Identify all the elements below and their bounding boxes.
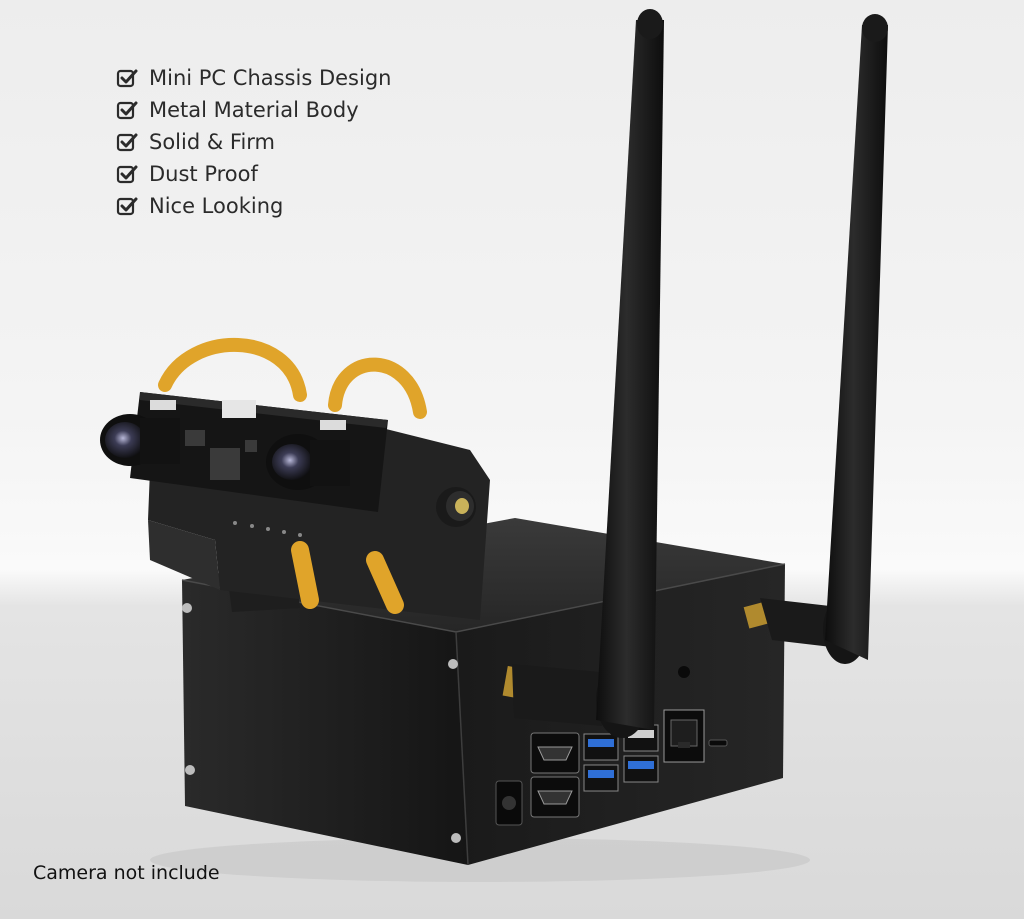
checkbox-check-icon xyxy=(116,163,138,185)
camera-lens-left xyxy=(100,414,180,466)
feature-item: Solid & Firm xyxy=(116,126,391,158)
feature-item: Nice Looking xyxy=(116,190,391,222)
dc-power-port xyxy=(495,780,523,826)
micro-sd-slot xyxy=(708,739,728,747)
checkbox-check-icon xyxy=(116,99,138,121)
usb3-port-2 xyxy=(583,764,619,792)
camera-board-chips xyxy=(150,400,346,480)
feature-label: Mini PC Chassis Design xyxy=(149,66,392,90)
io-ports xyxy=(495,666,728,826)
feature-list: Mini PC Chassis Design Metal Material Bo… xyxy=(116,62,391,222)
feature-item: Mini PC Chassis Design xyxy=(116,62,391,94)
feature-item: Metal Material Body xyxy=(116,94,391,126)
feature-label: Solid & Firm xyxy=(149,130,276,154)
feature-item: Dust Proof xyxy=(116,158,391,190)
stereo-camera-module xyxy=(100,392,388,512)
bracket-knob xyxy=(436,487,476,527)
antenna-front xyxy=(502,9,664,738)
hdmi-port-bottom xyxy=(530,776,580,818)
camera-disclaimer: Camera not include xyxy=(33,862,220,884)
checkbox-check-icon xyxy=(116,67,138,89)
feature-label: Dust Proof xyxy=(149,162,258,186)
ribbon-cables xyxy=(158,338,427,614)
feature-label: Metal Material Body xyxy=(149,98,359,122)
checkbox-check-icon xyxy=(116,131,138,153)
feature-label: Nice Looking xyxy=(149,194,284,218)
ethernet-port xyxy=(663,709,705,763)
indicator-hole xyxy=(678,666,690,678)
antenna-right xyxy=(743,14,888,664)
camera-lens-right xyxy=(266,434,350,490)
usb3-port-4 xyxy=(623,755,659,783)
usb3-port-1 xyxy=(583,733,619,761)
checkbox-check-icon xyxy=(116,195,138,217)
hdmi-port-top xyxy=(530,732,580,774)
